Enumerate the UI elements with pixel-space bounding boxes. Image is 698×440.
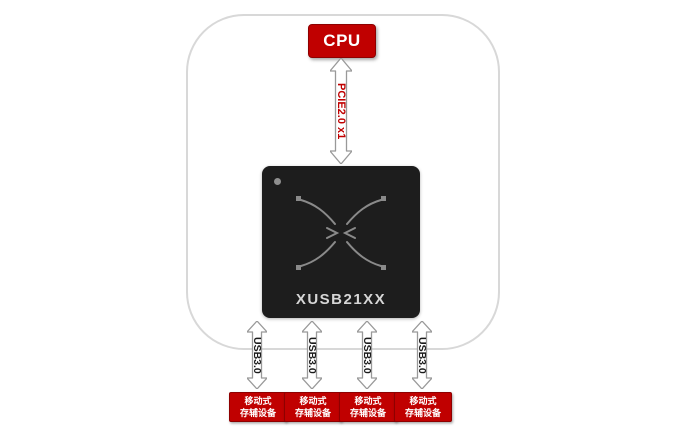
usb-link-1: USB3.0: [247, 321, 267, 389]
device-label-line1: 移动式: [299, 396, 327, 406]
xusb-chip: XUSB21XX: [262, 166, 420, 318]
cpu-label: CPU: [323, 31, 361, 50]
cpu-block: CPU: [308, 24, 376, 58]
double-arrow-icon: [247, 321, 267, 389]
chip-part-number: XUSB21XX: [295, 291, 387, 308]
device-label-line2: 存辅设备: [239, 408, 276, 418]
chip-logo: [296, 196, 386, 270]
pin1-marker-dot: [274, 178, 281, 185]
storage-device-2: 移动式 存辅设备: [284, 392, 342, 422]
device-label-line1: 移动式: [244, 396, 272, 406]
storage-device-4: 移动式 存辅设备: [394, 392, 452, 422]
usb-link-4: USB3.0: [412, 321, 432, 389]
storage-device-3: 移动式 存辅设备: [339, 392, 397, 422]
double-arrow-icon: [412, 321, 432, 389]
device-label-line2: 存辅设备: [404, 408, 441, 418]
double-arrow-icon: [302, 321, 322, 389]
double-arrow-icon: [357, 321, 377, 389]
device-label-line1: 移动式: [409, 396, 437, 406]
system-boundary-outline: [186, 14, 500, 350]
double-arrow-icon: [330, 58, 352, 164]
device-label-line2: 存辅设备: [294, 408, 331, 418]
device-label-line1: 移动式: [354, 396, 382, 406]
pcie-link: PCIE2.0 x1: [330, 58, 352, 164]
usb-link-3: USB3.0: [357, 321, 377, 389]
usb-link-2: USB3.0: [302, 321, 322, 389]
storage-device-1: 移动式 存辅设备: [229, 392, 287, 422]
device-label-line2: 存辅设备: [349, 408, 386, 418]
